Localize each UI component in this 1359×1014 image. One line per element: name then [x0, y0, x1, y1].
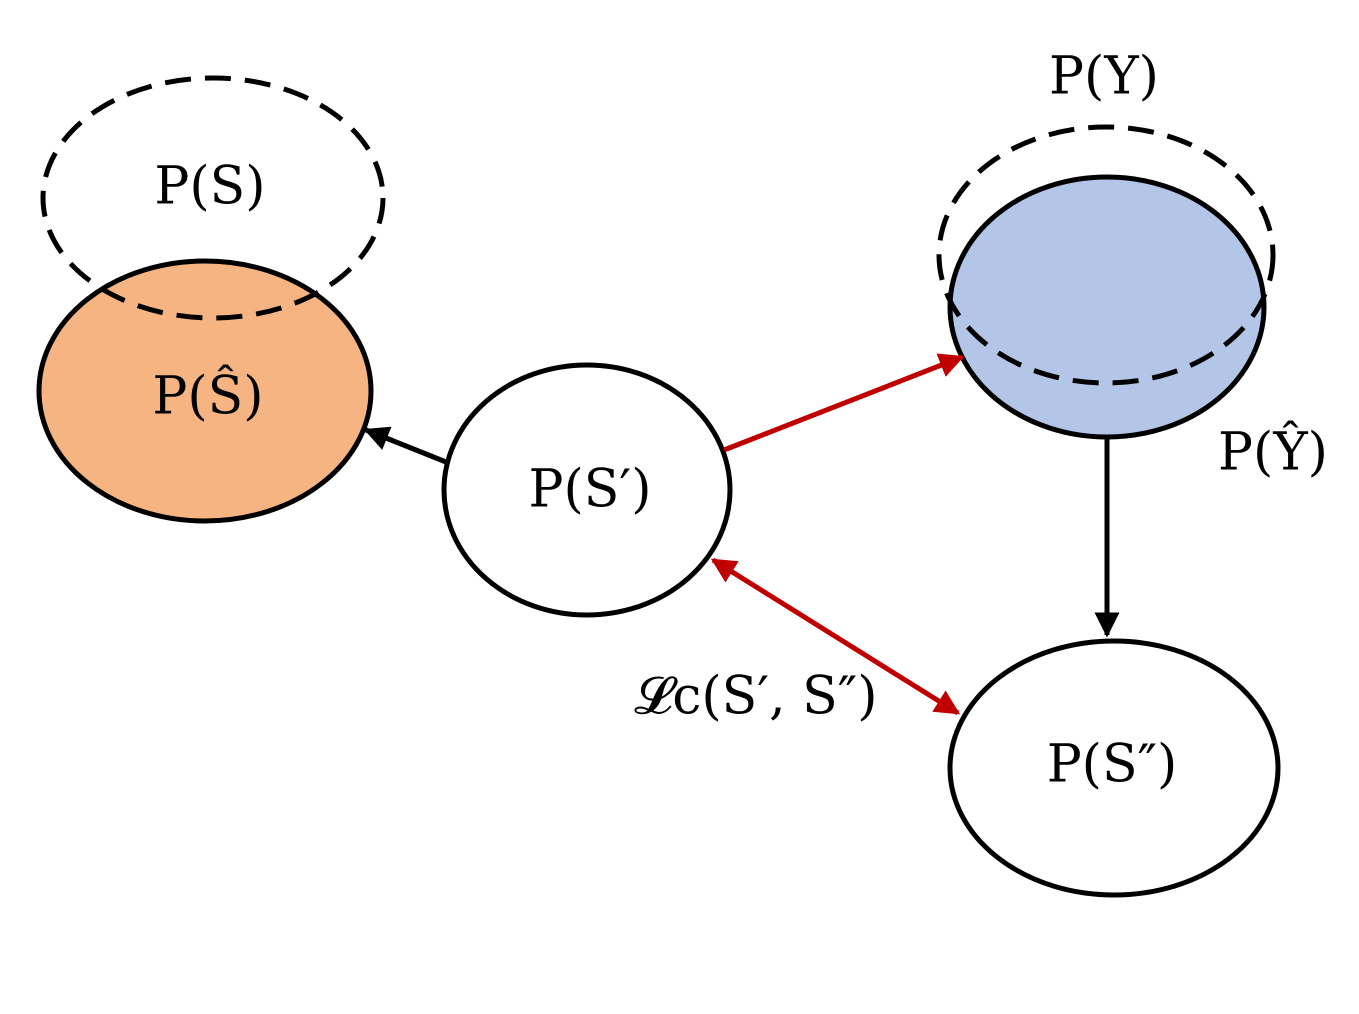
node-p-s-hat [36, 258, 374, 524]
node-p-y-hat [947, 174, 1267, 440]
node-p-y [936, 124, 1276, 386]
label-p-s-hat: P(Ŝ) [152, 365, 263, 427]
label-p-s-double-prime: P(S″) [1047, 735, 1178, 795]
label-contrastive-loss: 𝓛c(S′, S″) [634, 667, 877, 727]
arrow-contrastive-loss [710, 557, 961, 716]
node-p-s [40, 75, 386, 321]
node-p-s-prime [441, 362, 733, 618]
label-p-y: P(Y) [1049, 47, 1159, 107]
node-p-s-double-prime [947, 638, 1281, 898]
label-p-s-prime: P(S′) [529, 460, 652, 520]
label-p-y-hat: P(Ŷ) [1218, 421, 1328, 483]
arrow-s-prime-to-y-hat [723, 353, 965, 453]
arrow-s-prime-to-s-hat [363, 426, 447, 465]
label-p-s: P(S) [154, 157, 265, 217]
